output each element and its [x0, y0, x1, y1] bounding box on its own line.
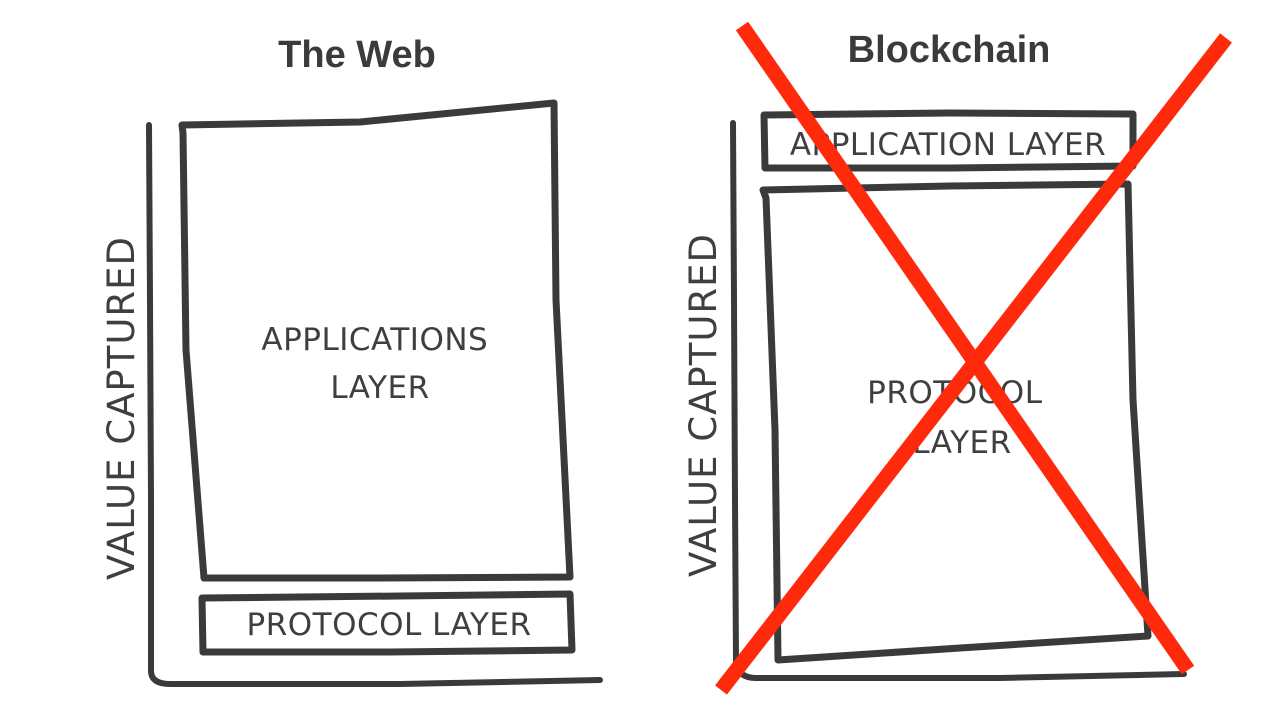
web-axis	[146, 122, 603, 687]
blockchain-axis-label: VALUE CAPTURED	[682, 233, 725, 577]
blockchain-panel: Blockchain VALUE CAPTURED APPLICATION LA…	[682, 21, 1232, 695]
cross-stroke-2	[715, 33, 1232, 695]
web-title: The Web	[278, 34, 436, 76]
crossed-out-mark	[715, 21, 1232, 695]
blockchain-title: Blockchain	[848, 29, 1051, 71]
web-axis-label: VALUE CAPTURED	[100, 236, 143, 580]
web-protocol-layer-label: PROTOCOL LAYER	[247, 607, 532, 643]
web-applications-layer-line-2: LAYER	[330, 370, 429, 406]
cross-stroke-1	[735, 21, 1195, 675]
web-applications-layer-line-1: APPLICATIONS	[261, 322, 488, 358]
web-applications-layer-label: APPLICATIONS LAYER	[261, 322, 498, 406]
blockchain-application-layer-label: APPLICATION LAYER	[790, 127, 1106, 163]
web-applications-layer-box	[178, 99, 574, 582]
web-protocol-layer-box	[198, 590, 576, 656]
web-panel: The Web VALUE CAPTURED APPLICATIONS LAYE…	[100, 34, 603, 687]
blockchain-protocol-layer-box	[759, 180, 1152, 664]
